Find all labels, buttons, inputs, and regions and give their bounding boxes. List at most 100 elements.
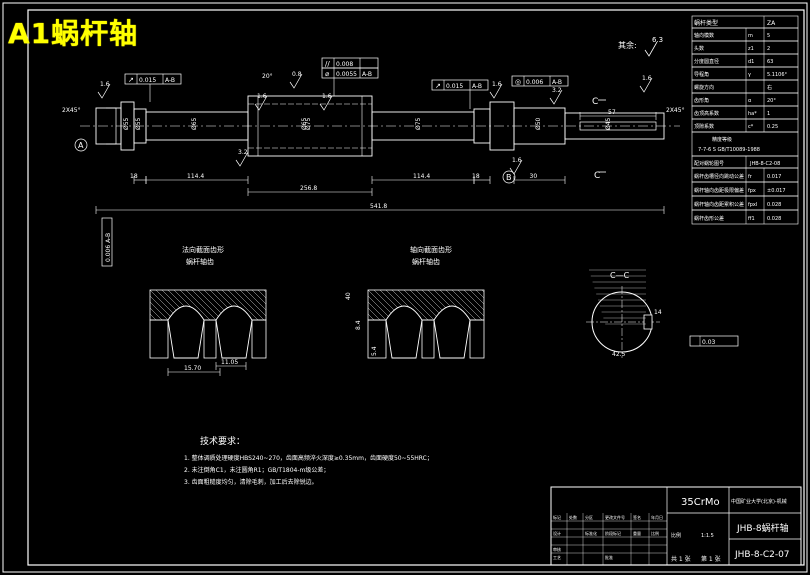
normal-profile-upper-hatch [179,289,211,321]
normal-profile-upper-hatch [227,289,259,321]
dim-step-right-label: 30 [530,173,538,180]
param-row-2-symbol: d1 [748,59,754,65]
title-label: 分区 [585,514,593,520]
diameter-label: Ø65 [301,117,308,130]
roughness-value: 3.2 [552,87,562,94]
axial-profile-upper-hatch [463,289,485,311]
normal-profile-sub: 蜗杆轴齿 [186,257,214,266]
tolerance-row-3-value: 0.028 [767,216,781,222]
tolerance-row-0-value: 0.017 [767,174,781,180]
axial-profile-upper-hatch [469,289,485,305]
tolerance-frame-cyl-value: 0.0055 [336,71,357,78]
tolerance-frame-parallel-value: 0.008 [336,61,353,68]
center-hole-left [106,107,117,145]
title-label: 年月日 [651,514,663,520]
title-part-name: JHB-8蜗杆轴 [736,522,789,534]
dim-keyway-label: 57 [608,109,616,116]
normal-profile-upper-hatch [251,289,267,305]
tolerance-row-1-label: 蜗杆轴向齿距极限偏差 [694,187,744,194]
axial-profile-upper-hatch [457,289,485,317]
axial-profile-upper-hatch [367,295,393,321]
angle-note: 20° [262,73,273,80]
param-row-5-value: 20° [767,98,776,104]
param-row-6-value: 1 [767,111,770,117]
normal-profile-upper-hatch [149,301,169,321]
chamfer-left: 2X45° [62,107,81,114]
roughness-value: 3.2 [238,149,248,156]
tolerance-row-2-label: 蜗杆轴向齿距累积公差 [694,201,744,208]
param-row-7-value: 0.25 [767,124,778,130]
title-school: 中国矿业大学(北京)-机械 [731,498,787,505]
param-row-1-label: 头数 [694,45,704,52]
normal-profile-left-tooth [149,319,169,359]
runout-frame-text: 0.006 A-B [105,233,112,262]
dim-axial-addendum: 8.4 [355,320,362,330]
param-row-0-symbol: m [748,33,753,39]
drawing-badge: A1蜗杆轴 [8,17,139,50]
param-row-5-symbol: α [748,98,752,104]
roughness-value: 1.6 [512,157,522,164]
accuracy-header: 精度等级 [712,136,732,143]
diameter-label: Ø65 [191,117,198,130]
title-label: 标记 [553,514,561,520]
surface-finish-label: 其余: [618,40,637,50]
tolerance-row-0-label: 蜗杆齿槽径向跳动公差 [694,173,744,180]
tolerance-frame-left-symbol: ↗ [128,76,134,84]
dim-worm-length-label: 256.8 [300,185,317,192]
tolerance-frame-left-datum: A-B [165,77,175,84]
param-row-7-symbol: c* [748,124,754,130]
dim-overall-length-label: 541.8 [370,203,387,210]
axial-profile-groove-2 [433,305,471,359]
keyway [579,121,657,131]
param-row-3-value: 5.1106° [767,72,787,78]
normal-profile-right-tooth [251,319,267,359]
axial-profile-left-tooth [367,319,387,359]
tolerance-frame-right-value: 0.015 [446,83,463,90]
param-row-6-label: 齿顶高系数 [694,110,719,117]
param-row-6-symbol: ha* [748,111,757,117]
tolerance-row-3-label: 蜗杆齿形公差 [694,215,724,222]
param-row-5-label: 齿形角 [694,97,709,104]
dim-normal-pitch-label: 15.70 [184,365,201,372]
axial-profile-upper-hatch [397,289,429,321]
tolerance-frame-coax [511,75,569,87]
dim-axial-root: 5.4 [371,346,378,356]
tolerance-row-0-symbol: fr [748,174,753,180]
datum-circle [502,170,516,184]
tolerance-frame-cyl-datum: A-B [362,71,372,78]
normal-profile-upper-hatch [191,289,223,321]
roughness-value: 1.6 [322,93,332,100]
title-label: 更改文件号 [605,514,625,520]
tolerance-frame-parallel-symbol: // [325,60,330,68]
dim-left-span-label: 114.4 [187,173,204,180]
tolerance-row-3 [691,209,799,225]
title-drawing-no: JHB-8-C2-07 [734,550,790,560]
roughness-symbol [549,89,563,105]
tolerance-row-1-value: ±0.017 [767,188,786,194]
title-label: 比例 [651,530,659,536]
normal-profile-upper-hatch [245,289,267,311]
param-row-1 [691,40,799,55]
axial-profile-upper-hatch [445,289,477,321]
shaft-output-end [564,112,665,140]
datum-b: B [506,173,512,182]
surface-finish-value: 6.3 [652,36,663,44]
title-label: 工艺 [553,555,561,560]
param-row-0-value: 5 [767,33,770,39]
roughness-symbol [319,95,333,111]
tolerance-frame-left [124,73,182,85]
roughness-symbol [639,77,653,93]
normal-profile-groove-1 [167,305,205,359]
title-label: 签名 [633,514,641,520]
normal-profile-title: 法向截面齿形 [182,245,224,254]
chamfer-right: 2X45° [666,107,685,114]
roughness-value: 1.6 [492,81,502,88]
diameter-label: Ø45 [605,117,612,130]
roughness-symbol [254,95,268,111]
title-sheet: 共 1 张 [671,555,691,563]
axial-profile-upper-hatch [367,301,387,321]
diameter-label: Ø55 [123,117,130,130]
title-label: 处数 [569,514,577,520]
param-row-1-symbol: z1 [748,46,754,52]
